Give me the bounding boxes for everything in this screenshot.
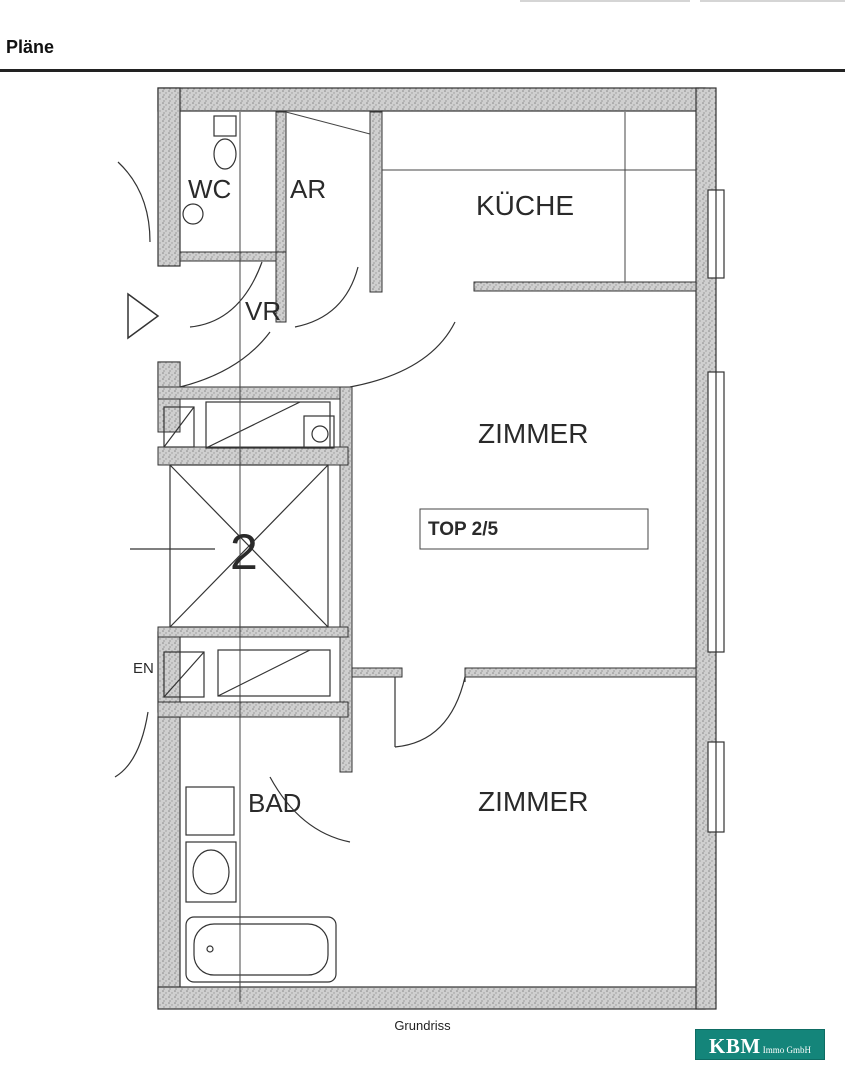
- stair-number: 2: [230, 524, 258, 580]
- room-label-zimmer: ZIMMER: [478, 786, 588, 817]
- page-header: Pläne: [0, 0, 845, 72]
- wc-fixtures: [182, 115, 237, 225]
- windows: [707, 189, 725, 833]
- company-logo: KBM Immo GmbH: [695, 1029, 825, 1060]
- page-title: Pläne: [6, 37, 55, 57]
- logo-mark: KBM: [709, 1034, 761, 1058]
- top-edge-fragment: [520, 0, 690, 2]
- inner-walls: [157, 111, 697, 773]
- top-edge-fragment: [700, 0, 845, 2]
- room-label-bad: BAD: [248, 788, 301, 818]
- room-label-kueche: KÜCHE: [476, 190, 574, 221]
- stair-core: [130, 401, 335, 698]
- header-divider: [0, 69, 845, 72]
- room-label-ar: AR: [290, 174, 326, 204]
- room-label-wc: WC: [188, 174, 231, 204]
- unit-label: TOP 2/5: [428, 519, 498, 540]
- floor-plan: WC AR VR KÜCHE ZIMMER TOP 2/5 2 EN BAD Z…: [0, 72, 845, 1022]
- logo-subtitle: Immo GmbH: [762, 1045, 811, 1055]
- bathroom-fixtures: [185, 786, 337, 983]
- room-label-zimmer: ZIMMER: [478, 418, 588, 449]
- door-swings: [114, 161, 466, 843]
- room-label-en: EN: [133, 660, 154, 677]
- room-label-vr: VR: [245, 296, 281, 326]
- interior-edges: [239, 111, 696, 1002]
- plan-caption: Grundriss: [394, 1018, 451, 1033]
- entrance-arrow-icon: [127, 292, 160, 340]
